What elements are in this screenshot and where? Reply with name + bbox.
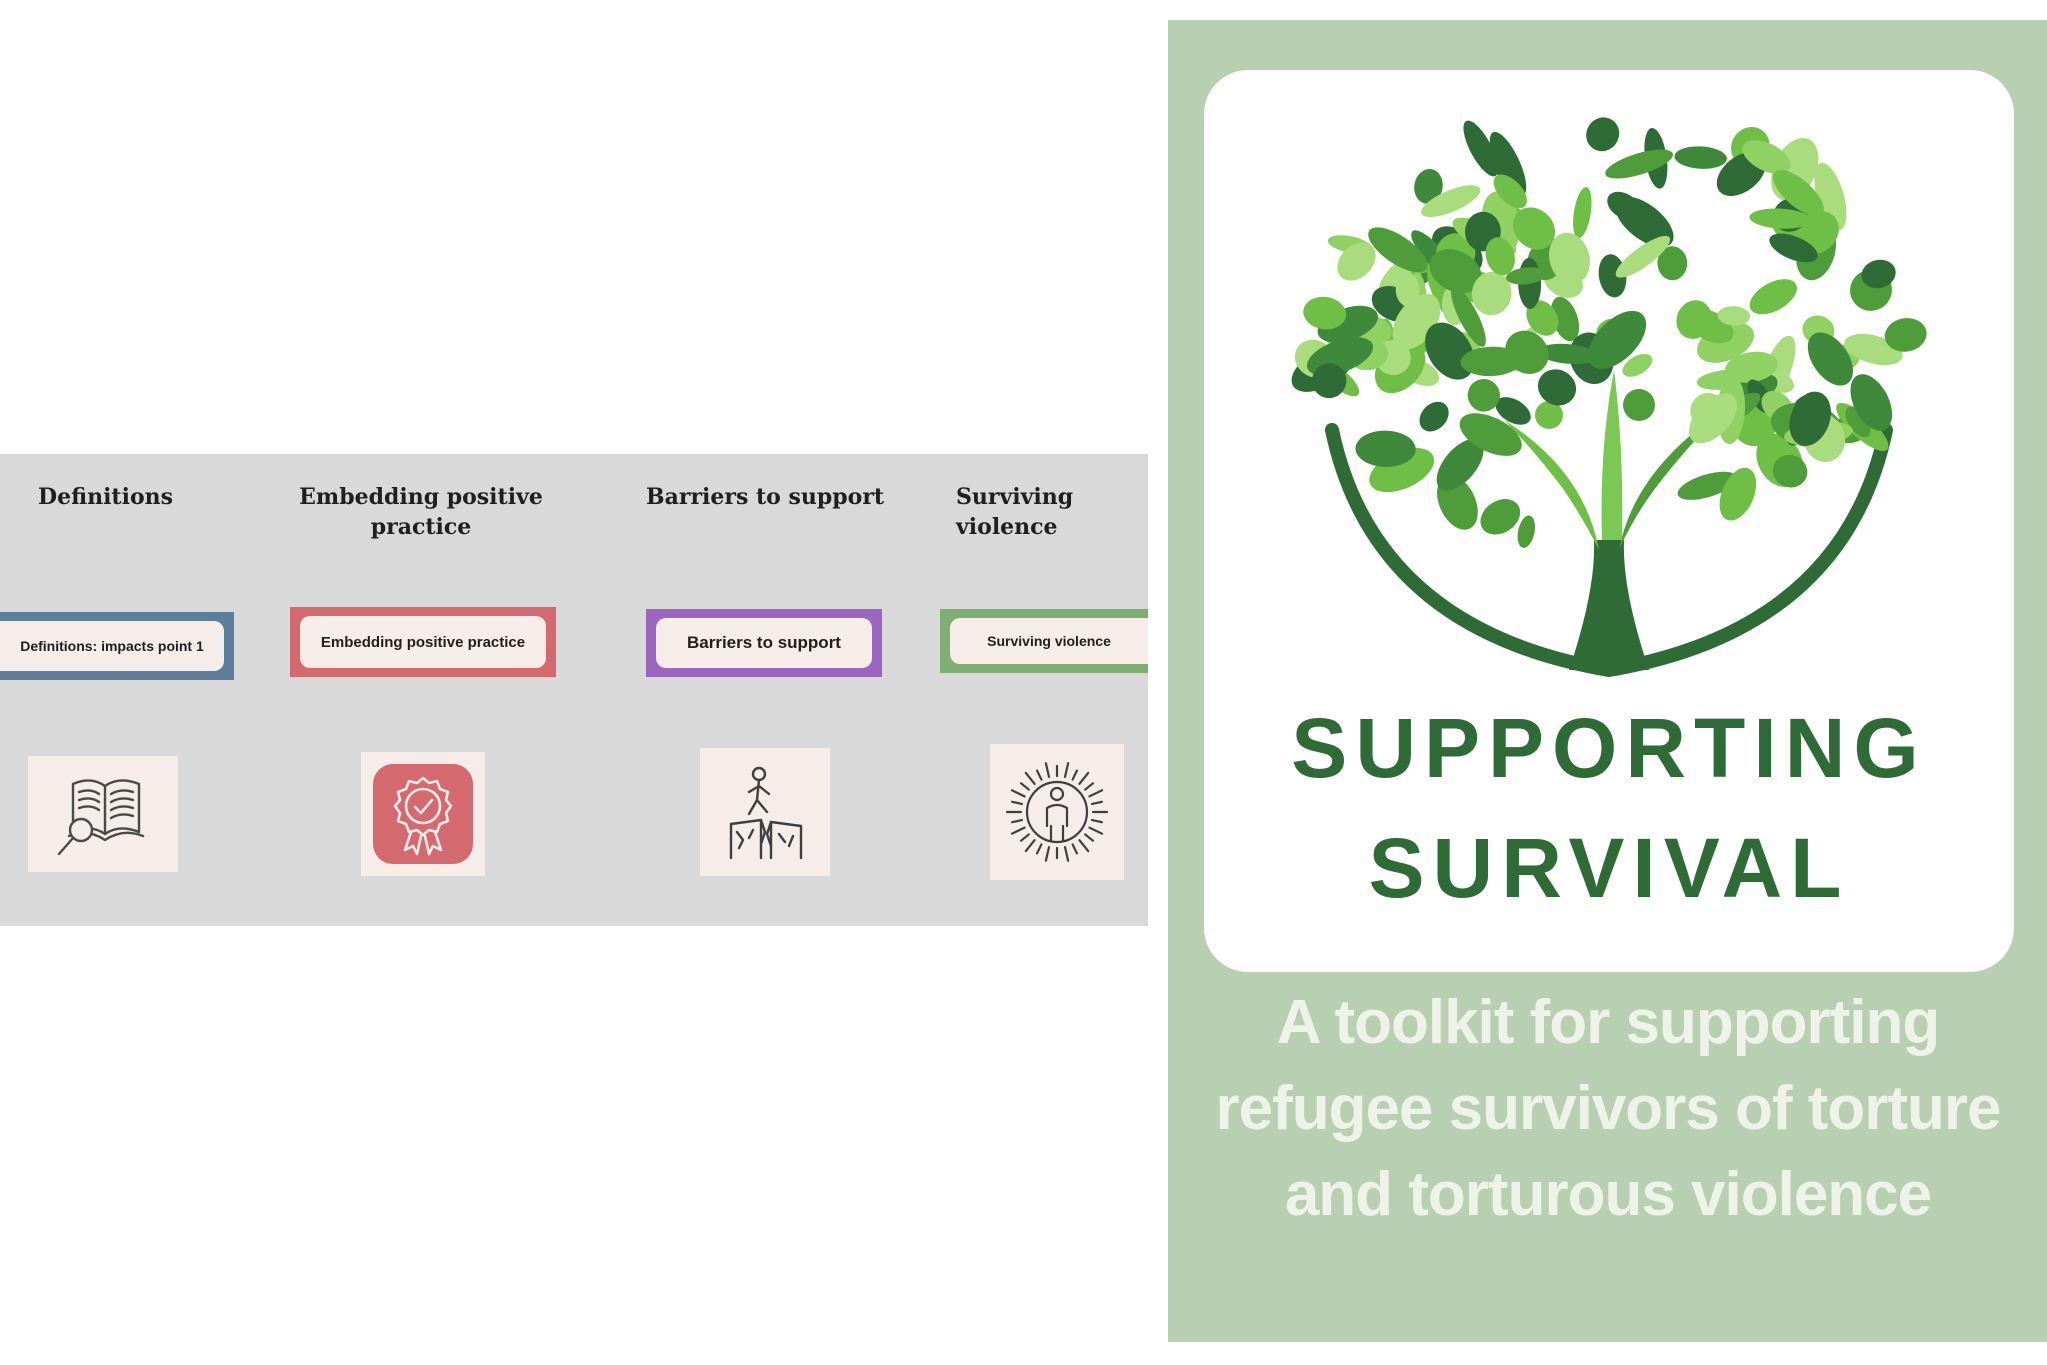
- definitions-icon-card[interactable]: [28, 756, 178, 872]
- brand-title-line-2: SURVIVAL: [1368, 821, 1850, 915]
- person-climbing-gap-icon: [729, 766, 803, 860]
- surviving-icon-card[interactable]: [990, 744, 1124, 880]
- module-title-barriers: Barriers to support: [646, 484, 885, 510]
- tag-label: Definitions: impacts point 1: [0, 621, 224, 671]
- person-radiating-icon: [1005, 762, 1109, 862]
- tree-with-people-icon: [1291, 117, 1927, 678]
- embedding-tag-button[interactable]: Embedding positive practice: [290, 607, 556, 677]
- module-title-surviving: Surviving violence: [956, 484, 1074, 540]
- module-title-embedding: Embedding positive practice: [299, 484, 543, 540]
- definitions-tag-button[interactable]: Definitions: impacts point 1: [0, 612, 234, 680]
- module-overview-strip: Definitions Embedding positive practice …: [0, 454, 1148, 926]
- cover-subtitle: A toolkit for supporting refugee survivo…: [1215, 988, 2001, 1229]
- surviving-tag-button[interactable]: Surviving violence: [940, 609, 1148, 673]
- logo-card: SUPPORTING SURVIVAL: [1204, 70, 2014, 972]
- award-badge-icon: [373, 764, 473, 864]
- barriers-tag-button[interactable]: Barriers to support: [646, 609, 882, 677]
- barriers-icon-card[interactable]: [700, 748, 830, 876]
- toolkit-cover: SUPPORTING SURVIVAL A toolkit for suppor…: [1168, 20, 2047, 1342]
- book-magnifier-icon: [57, 779, 145, 856]
- tag-label: Barriers to support: [656, 618, 872, 668]
- module-title-definitions: Definitions: [38, 484, 173, 510]
- brand-title-line-1: SUPPORTING: [1291, 701, 1927, 795]
- tag-label: Embedding positive practice: [300, 616, 546, 668]
- tag-label: Surviving violence: [950, 618, 1148, 664]
- embedding-icon-card[interactable]: [361, 752, 485, 876]
